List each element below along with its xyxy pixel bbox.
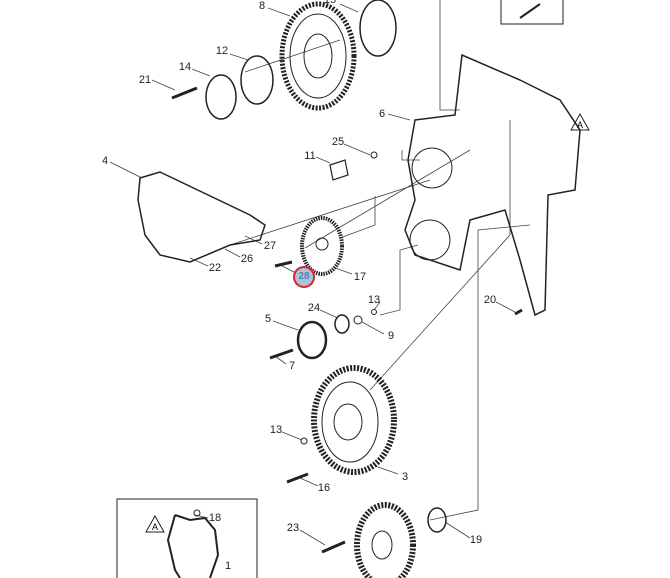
callout-18[interactable]: 18 — [208, 512, 222, 524]
warning-marker: A — [151, 522, 159, 532]
callout-15[interactable]: 15 — [323, 0, 337, 6]
callout-12[interactable]: 12 — [215, 45, 229, 57]
callout-8[interactable]: 8 — [258, 0, 266, 12]
callout-14[interactable]: 14 — [178, 61, 192, 73]
callout-22[interactable]: 22 — [208, 262, 222, 274]
part-6-cover — [404, 53, 581, 317]
part-4-housing — [137, 171, 266, 263]
inset-box-bottom — [116, 498, 258, 578]
warning-triangle-icon — [145, 514, 165, 533]
tool-icon — [519, 3, 541, 19]
callout-13[interactable]: 13 — [269, 424, 283, 436]
callout-25[interactable]: 25 — [331, 136, 345, 148]
callout-5[interactable]: 5 — [264, 313, 272, 325]
callout-13[interactable]: 13 — [367, 294, 381, 306]
leader-lines — [109, 0, 531, 546]
callout-27[interactable]: 27 — [263, 240, 277, 252]
callout-17[interactable]: 17 — [353, 271, 367, 283]
callout-16[interactable]: 16 — [317, 482, 331, 494]
callout-28-highlighted[interactable]: 28 — [293, 266, 315, 288]
callout-3[interactable]: 3 — [401, 471, 409, 483]
callout-4[interactable]: 4 — [101, 155, 109, 167]
warning-triangle-icon — [570, 112, 590, 131]
callout-21[interactable]: 21 — [138, 74, 152, 86]
callout-26[interactable]: 26 — [240, 253, 254, 265]
callout-7[interactable]: 7 — [288, 360, 296, 372]
callout-23[interactable]: 23 — [286, 522, 300, 534]
callout-11[interactable]: 11 — [304, 150, 316, 162]
callout-9[interactable]: 9 — [387, 330, 395, 342]
part-8-ring-gear — [279, 1, 357, 111]
inset-box-top — [500, 0, 564, 25]
callout-24[interactable]: 24 — [307, 302, 321, 314]
callout-20[interactable]: 20 — [483, 294, 497, 306]
callout-1[interactable]: 1 — [224, 560, 232, 572]
warning-marker: A — [576, 120, 584, 130]
callout-19[interactable]: 19 — [469, 534, 483, 546]
callout-6[interactable]: 6 — [378, 108, 386, 120]
